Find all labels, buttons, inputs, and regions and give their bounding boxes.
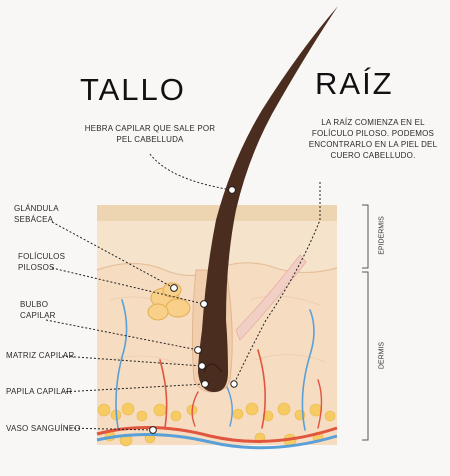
label-line: GLÁNDULA (14, 204, 59, 213)
layer-label-dermis: DERMIS (378, 341, 386, 370)
label-blood-vessel: VASO SANGUÍNEO (6, 424, 81, 433)
stem-description: HEBRA CAPILAR QUE SALE POR PEL CABELLUDA (70, 123, 230, 145)
label-points (149, 186, 238, 434)
artery (96, 425, 338, 443)
label-hair-follicles: FOLÍCULOS PILOSOS (18, 251, 65, 273)
root-description-line: FOLÍCULO PILOSO. PODEMOS (311, 129, 435, 138)
layer-brackets (362, 204, 369, 441)
label-sebaceous-gland: GLÁNDULA SEBÁCEA (14, 203, 59, 225)
root-description: LA RAÍZ COMIENZA EN EL FOLÍCULO PILOSO. … (298, 117, 448, 161)
vein (96, 432, 338, 450)
layer-label-epidermis: EPIDERMIS (378, 216, 386, 255)
root-description-line: ENCONTRARLO EN LA PIEL DEL (308, 140, 438, 149)
arrector-muscle (235, 254, 307, 341)
stem-title: TALLO (80, 72, 186, 107)
label-hair-matrix: MATRIZ CAPILAR (6, 351, 75, 360)
root-description-line: LA RAÍZ COMIENZA EN EL (321, 118, 425, 127)
stem-description-line: PEL CABELLUDA (116, 135, 184, 144)
stratum-corneum (97, 205, 337, 221)
label-hair-bulb: BULBO CAPILAR (20, 299, 56, 321)
root-title: RAÍZ (315, 66, 394, 101)
label-line: CAPILAR (20, 311, 56, 320)
root-description-line: CUERO CABELLUDO. (330, 151, 416, 160)
leader-lines (45, 153, 321, 431)
label-line: PILOSOS (18, 263, 55, 272)
stem-description-line: HEBRA CAPILAR QUE SALE POR (84, 124, 216, 133)
hair-strand (198, 6, 338, 392)
label-line: FOLÍCULOS (18, 252, 66, 261)
label-line: BULBO (20, 300, 49, 309)
label-line: SEBÁCEA (14, 215, 54, 224)
label-hair-papilla: PAPILA CAPILAR (6, 387, 73, 396)
